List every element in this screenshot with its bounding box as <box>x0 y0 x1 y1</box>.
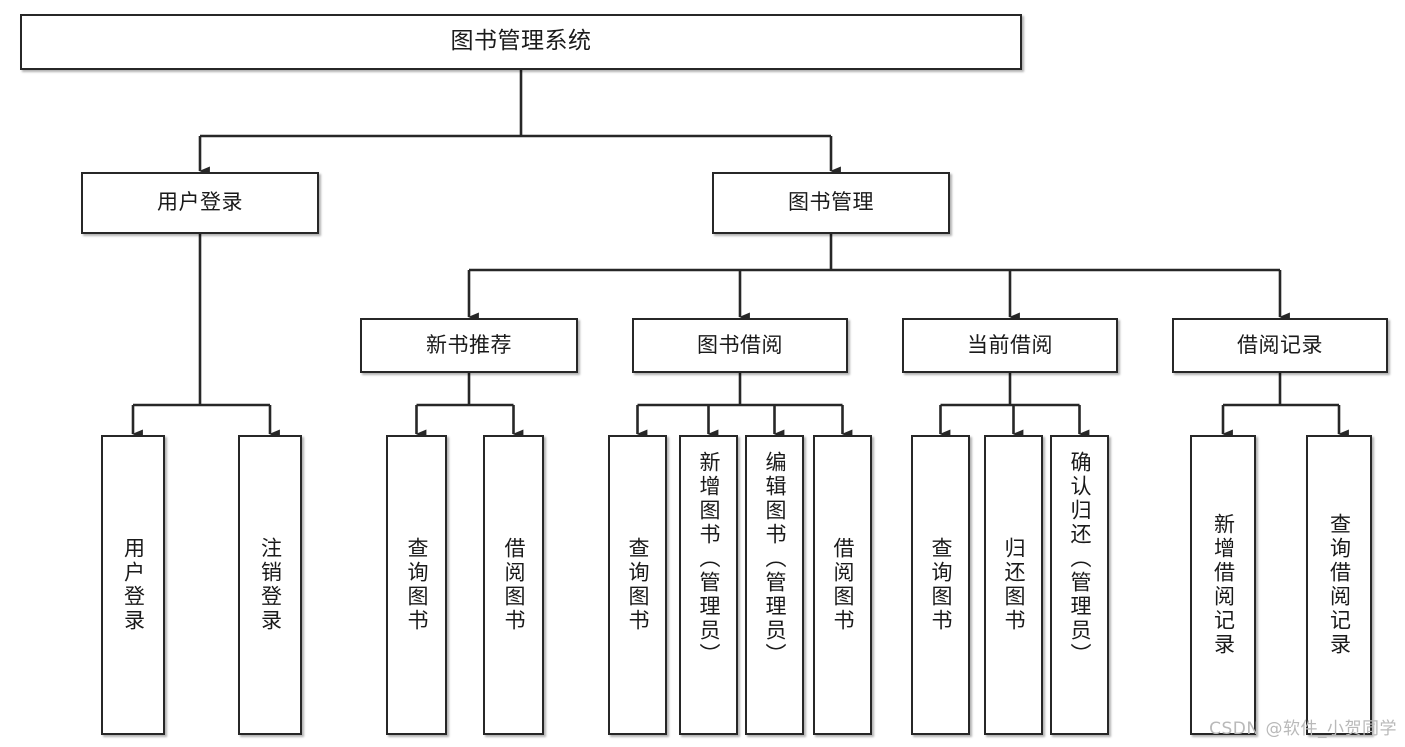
node-l-login[interactable]: 用户登录 <box>101 435 165 735</box>
node-label: 新书推荐 <box>426 332 512 357</box>
node-l-logout[interactable]: 注销登录 <box>238 435 302 735</box>
node-n-query[interactable]: 查询图书 <box>386 435 447 735</box>
node-label: 图书管理 <box>788 190 874 215</box>
node-label: 用户登录 <box>121 537 146 633</box>
node-b-query[interactable]: 查询图书 <box>608 435 667 735</box>
node-label: 新增借阅记录 <box>1211 513 1236 657</box>
node-r-add[interactable]: 新增借阅记录 <box>1190 435 1256 735</box>
node-label: 图书管理系统 <box>450 28 592 55</box>
node-records[interactable]: 借阅记录 <box>1172 318 1388 373</box>
node-b-add[interactable]: 新增图书（管理员） <box>679 435 738 735</box>
node-bookmgmt[interactable]: 图书管理 <box>712 172 950 234</box>
node-b-lend[interactable]: 借阅图书 <box>813 435 872 735</box>
node-c-confirm[interactable]: 确认归还（管理员） <box>1050 435 1109 735</box>
node-label: 用户登录 <box>157 190 243 215</box>
watermark: CSDN @软件_小贺同学 <box>1209 719 1397 739</box>
node-c-return[interactable]: 归还图书 <box>984 435 1043 735</box>
node-label: 归还图书 <box>1002 537 1026 633</box>
node-label: 注销登录 <box>258 537 283 633</box>
node-borrow[interactable]: 图书借阅 <box>632 318 848 373</box>
node-label: 编辑图书（管理员） <box>763 451 787 667</box>
node-c-query[interactable]: 查询图书 <box>911 435 970 735</box>
node-label: 借阅图书 <box>502 537 526 633</box>
node-label: 查询图书 <box>626 537 650 633</box>
node-label: 查询借阅记录 <box>1327 513 1352 657</box>
node-b-edit[interactable]: 编辑图书（管理员） <box>745 435 804 735</box>
node-label: 查询图书 <box>405 537 429 633</box>
node-label: 查询图书 <box>929 537 953 633</box>
node-label: 新增图书（管理员） <box>697 451 721 667</box>
node-current[interactable]: 当前借阅 <box>902 318 1118 373</box>
node-label: 借阅图书 <box>831 537 855 633</box>
node-root[interactable]: 图书管理系统 <box>20 14 1022 70</box>
node-label: 借阅记录 <box>1237 332 1323 357</box>
node-newbook[interactable]: 新书推荐 <box>360 318 578 373</box>
node-login[interactable]: 用户登录 <box>81 172 319 234</box>
node-label: 当前借阅 <box>967 332 1053 357</box>
node-label: 确认归还（管理员） <box>1068 451 1092 667</box>
node-n-borrow[interactable]: 借阅图书 <box>483 435 544 735</box>
node-r-query[interactable]: 查询借阅记录 <box>1306 435 1372 735</box>
node-label: 图书借阅 <box>697 332 783 357</box>
